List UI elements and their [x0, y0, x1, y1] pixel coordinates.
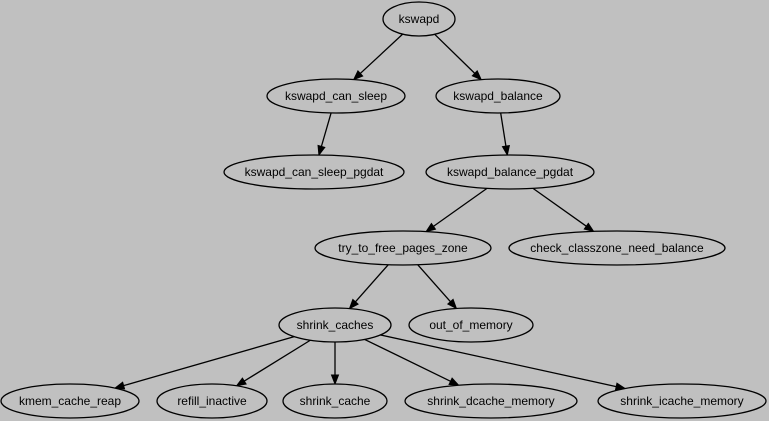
edge-line — [243, 339, 311, 382]
node-shrink-caches: shrink_caches — [278, 307, 392, 343]
node-label-kswapd-can-sleep: kswapd_can_sleep — [285, 89, 387, 103]
node-label-kswapd-can-sleep-pgdat: kswapd_can_sleep_pgdat — [245, 165, 384, 179]
arrowhead-icon — [235, 377, 247, 387]
edge-line — [500, 112, 507, 147]
edge-line — [417, 264, 451, 303]
edge-line — [123, 336, 295, 387]
edge-kswapd_balance_pgdat-to-try_to_free_pages_zone — [424, 187, 488, 233]
node-shrink-dcache-memory: shrink_dcache_memory — [404, 383, 578, 419]
arrowhead-icon — [317, 144, 326, 157]
edge-line — [359, 33, 404, 74]
node-kmem-cache-reap: kmem_cache_reap — [0, 383, 140, 419]
edge-line — [320, 112, 332, 147]
edge-line — [354, 264, 389, 303]
node-kswapd: kswapd — [382, 1, 456, 37]
edge-kswapd_balance_pgdat-to-check_classzone_need_balance — [532, 187, 595, 233]
node-shrink-icache-memory: shrink_icache_memory — [597, 383, 767, 419]
node-kswapd-balance: kswapd_balance — [435, 78, 561, 114]
edge-line — [380, 334, 617, 388]
node-label-kswapd-balance-pgdat: kswapd_balance_pgdat — [447, 165, 574, 179]
node-label-kswapd: kswapd — [399, 12, 440, 26]
node-label-refill-inactive: refill_inactive — [177, 394, 247, 408]
node-label-kmem-cache-reap: kmem_cache_reap — [19, 394, 121, 408]
arrowhead-icon — [424, 222, 437, 233]
edge-line — [532, 187, 587, 227]
node-shrink-cache: shrink_cache — [282, 383, 388, 419]
node-try-to-free-pages-zone: try_to_free_pages_zone — [314, 230, 492, 266]
edge-kswapd_balance-to-kswapd_balance_pgdat — [500, 112, 511, 157]
node-kswapd-balance-pgdat: kswapd_balance_pgdat — [425, 154, 595, 190]
edge-shrink_caches-to-refill_inactive — [235, 339, 311, 387]
node-kswapd-can-sleep: kswapd_can_sleep — [266, 78, 406, 114]
node-refill-inactive: refill_inactive — [156, 383, 268, 419]
arrowhead-icon — [583, 222, 595, 233]
arrowhead-icon — [471, 69, 483, 81]
edge-try_to_free_pages_zone-to-out_of_memory — [417, 264, 458, 310]
edge-line — [433, 187, 488, 227]
node-out-of-memory: out_of_memory — [408, 307, 534, 343]
arrowhead-icon — [113, 381, 126, 390]
node-label-try-to-free-pages-zone: try_to_free_pages_zone — [338, 241, 468, 255]
node-kswapd-can-sleep-pgdat: kswapd_can_sleep_pgdat — [223, 154, 405, 190]
edge-line — [364, 338, 451, 382]
edge-layer — [113, 33, 627, 391]
arrowhead-icon — [501, 144, 511, 157]
node-label-check-classzone-need-balance: check_classzone_need_balance — [530, 241, 704, 255]
arrowhead-icon — [330, 374, 340, 386]
arrowhead-icon — [352, 70, 364, 81]
edge-shrink_caches-to-shrink_icache_memory — [380, 334, 627, 391]
node-label-kswapd-balance: kswapd_balance — [453, 89, 543, 103]
node-label-shrink-caches: shrink_caches — [297, 318, 374, 332]
node-label-shrink-dcache-memory: shrink_dcache_memory — [427, 394, 554, 408]
edge-shrink_caches-to-kmem_cache_reap — [113, 336, 295, 390]
edge-shrink_caches-to-shrink_cache — [330, 342, 340, 386]
arrowhead-icon — [348, 298, 359, 310]
edge-try_to_free_pages_zone-to-shrink_caches — [348, 264, 389, 310]
edge-kswapd-to-kswapd_can_sleep — [352, 33, 404, 81]
edge-kswapd-to-kswapd_balance — [434, 33, 483, 81]
arrowhead-icon — [448, 377, 460, 386]
node-label-out-of-memory: out_of_memory — [429, 318, 512, 332]
node-label-shrink-icache-memory: shrink_icache_memory — [620, 394, 743, 408]
edge-shrink_caches-to-shrink_dcache_memory — [364, 338, 460, 386]
edge-line — [434, 33, 476, 74]
edge-kswapd_can_sleep-to-kswapd_can_sleep_pgdat — [317, 112, 332, 157]
arrowhead-icon — [446, 298, 458, 310]
node-label-shrink-cache: shrink_cache — [300, 394, 371, 408]
node-check-classzone-need-balance: check_classzone_need_balance — [508, 230, 726, 266]
